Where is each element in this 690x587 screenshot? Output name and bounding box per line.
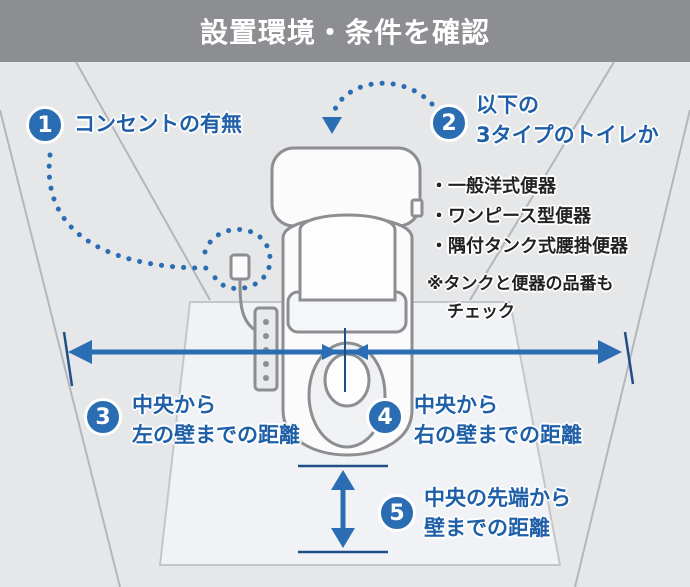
dotted-path-1 bbox=[46, 152, 273, 291]
arrow-head-2 bbox=[322, 117, 342, 134]
label-3-line-2: 左の壁までの距離 bbox=[132, 423, 300, 447]
toilet-illustration bbox=[229, 146, 424, 457]
toilet-type-1: ・一般洋式便器 bbox=[430, 176, 556, 197]
toilet-type-list: ・一般洋式便器 ・ワンピース型便器 ・隅付タンク式腰掛便器 bbox=[430, 172, 628, 262]
label-4-line-1: 中央から bbox=[414, 393, 498, 417]
dotted-path-2 bbox=[329, 80, 435, 121]
label-2-line-1: 以下の bbox=[476, 93, 539, 117]
note-line-2: チェック bbox=[447, 302, 515, 322]
note: ※タンクと便器の品番も チェック bbox=[427, 270, 614, 326]
badge-2: 2 bbox=[430, 104, 468, 142]
label-5-line-1: 中央の先端から bbox=[424, 486, 571, 510]
label-2: 以下の 3タイプのトイレか bbox=[476, 90, 659, 150]
room-lines bbox=[0, 61, 690, 587]
label-4-line-2: 右の壁までの距離 bbox=[414, 423, 582, 447]
badge-4: 4 bbox=[366, 398, 404, 436]
note-line-1: ※タンクと便器の品番も bbox=[427, 274, 614, 294]
badge-5: 5 bbox=[378, 494, 416, 532]
label-2-line-2: 3タイプのトイレか bbox=[476, 123, 659, 147]
label-1: コンセントの有無 bbox=[74, 109, 242, 139]
power-cord bbox=[238, 279, 256, 332]
outlet-plug bbox=[229, 253, 251, 281]
badge-1: 1 bbox=[26, 106, 64, 144]
label-3-line-1: 中央から bbox=[132, 393, 216, 417]
tank-lever bbox=[410, 198, 424, 218]
center-marker bbox=[322, 328, 368, 392]
page-title: 設置環境・条件を確認 bbox=[199, 16, 490, 49]
badge-3: 3 bbox=[84, 398, 122, 436]
label-5-line-2: 壁までの距離 bbox=[424, 516, 550, 540]
label-5: 中央の先端から 壁までの距離 bbox=[424, 483, 571, 543]
header-bar: 設置環境・条件を確認 bbox=[0, 0, 690, 62]
label-1-line-1: コンセントの有無 bbox=[74, 112, 242, 136]
toilet-type-3: ・隅付タンク式腰掛便器 bbox=[430, 236, 628, 257]
depth-dimension-arrow bbox=[298, 464, 388, 554]
toilet-type-2: ・ワンピース型便器 bbox=[430, 206, 592, 227]
label-4: 中央から 右の壁までの距離 bbox=[414, 390, 582, 450]
label-3: 中央から 左の壁までの距離 bbox=[132, 390, 300, 450]
